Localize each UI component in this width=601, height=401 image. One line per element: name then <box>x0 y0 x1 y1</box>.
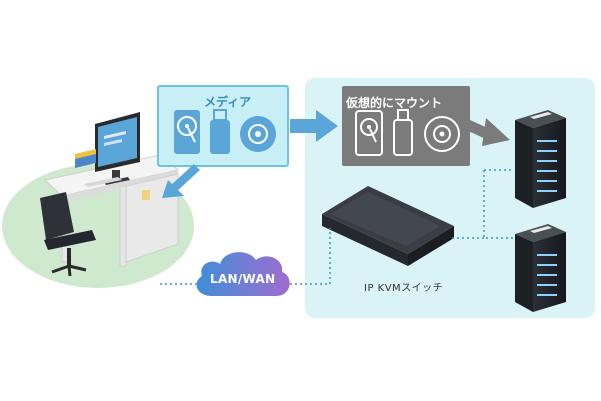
optical-disc-icon <box>240 116 276 152</box>
optical-disc-icon <box>424 116 460 152</box>
office-chair-icon <box>40 192 96 277</box>
network-connectors <box>160 169 514 285</box>
media-box-title: メディア <box>204 95 252 109</box>
server-rack-icon <box>515 224 566 312</box>
server-rack-icon <box>515 110 566 208</box>
monitor-icon <box>95 112 140 185</box>
workstation-illustration <box>2 112 194 288</box>
kvm-switch-label: IP KVMスイッチ <box>364 283 444 294</box>
arrow-to-virtual-mount <box>290 110 338 142</box>
usb-drive-icon <box>210 109 230 154</box>
virtual-mount-title: 仮想的にマウント <box>346 96 443 110</box>
media-box <box>157 85 289 167</box>
virtual-mount-box <box>342 86 470 166</box>
arrow-to-desk <box>162 164 200 198</box>
cloud-icon <box>196 252 290 296</box>
hdd-icon <box>355 110 383 156</box>
kvm-switch-icon <box>322 186 454 266</box>
hdd-icon <box>174 110 200 154</box>
arrow-to-server <box>466 118 510 146</box>
network-label: LAN/WAN <box>210 272 276 286</box>
usb-drive-icon <box>393 109 413 156</box>
